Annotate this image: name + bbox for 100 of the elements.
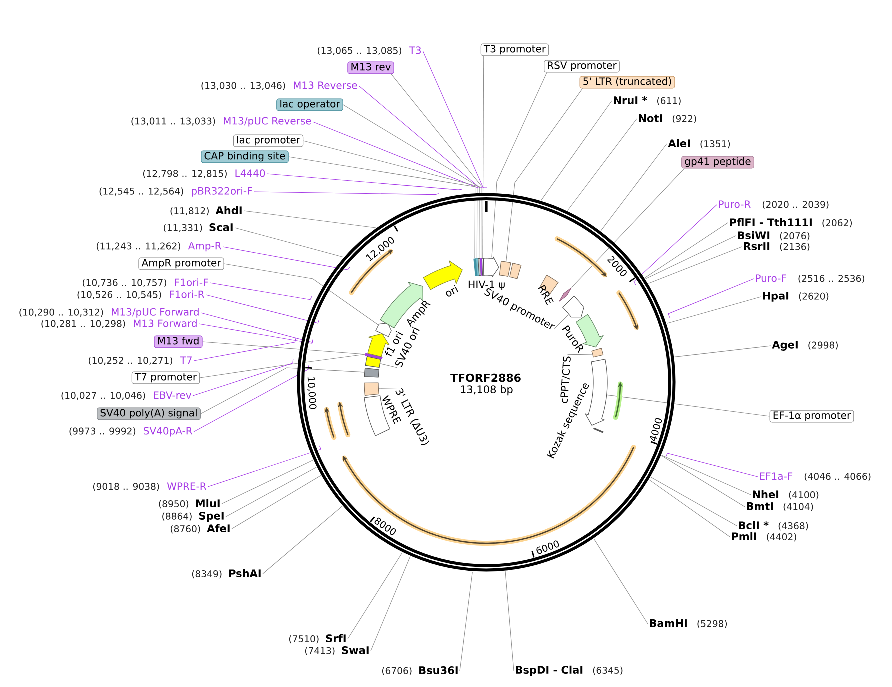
feature-tag: lac operator: [276, 98, 344, 112]
enzyme-site-label: PmlI (4402): [732, 532, 796, 542]
leader-line: [492, 72, 548, 258]
feature-tag: T3 promoter: [480, 44, 550, 56]
leader-line: [662, 455, 752, 496]
leader-line: [234, 228, 344, 258]
feature-tag: 5' LTR (truncated): [580, 76, 676, 89]
primer-label: (10,281 .. 10,298) M13 Forward: [42, 320, 197, 328]
leader-line: [358, 86, 484, 188]
enzyme-site-label: (7413) SwaI: [305, 646, 369, 656]
feature-tag: SV40 poly(A) signal: [97, 408, 201, 420]
leader-line: [200, 354, 366, 378]
primer-label: (10,027 .. 10,046) EBV-rev: [62, 392, 192, 400]
primer-label: (12,798 .. 12,815) L4440: [143, 170, 266, 178]
feature-block: [483, 256, 500, 278]
enzyme-site-label: (11,812) AhdI: [170, 206, 242, 216]
feature-segment: [594, 428, 604, 434]
primer-label: (13,065 .. 13,085) T3: [318, 46, 421, 56]
enzyme-site-label: BamHI (5298): [650, 620, 728, 628]
primer-label: (10,526 .. 10,545) F1ori-R: [78, 290, 205, 300]
leader-line: [649, 480, 730, 538]
leader-line: [200, 312, 314, 343]
leader-line: [567, 354, 593, 356]
leader-line: [391, 74, 482, 258]
plasmid-size: 13,108 bp: [461, 385, 513, 396]
leader-line: [210, 282, 312, 300]
enzyme-site-label: BsiWI (2076): [738, 231, 810, 241]
leader-line: [266, 174, 463, 190]
enzyme-site-label: HpaI (2620): [763, 292, 829, 302]
leader-line: [594, 538, 648, 624]
leader-line: [572, 168, 685, 288]
leader-line: [568, 118, 638, 212]
primer-label: (10,252 .. 10,271) T7: [88, 356, 192, 366]
enzyme-site-label: AleI (1351): [668, 139, 730, 149]
leader-line: [505, 571, 514, 672]
leader-line: [666, 296, 762, 324]
enzyme-site-label: NheI (4100): [753, 490, 819, 500]
leader-line: [343, 104, 478, 259]
leader-line: [662, 456, 746, 508]
leader-line: [226, 467, 317, 518]
feature-name: RRE: [538, 284, 554, 306]
feature-tag: EF-1α promoter: [770, 410, 854, 423]
enzyme-site-label: (8349) PshAI: [192, 569, 261, 579]
enzyme-site-label: PflFI - Tth111I (2062): [730, 218, 852, 228]
feature-spindle: [559, 288, 572, 302]
leader-line: [668, 278, 754, 318]
leader-line: [288, 156, 476, 259]
leader-line: [460, 572, 473, 672]
feature-tag: gp41 peptide: [682, 156, 754, 169]
leader-line: [554, 314, 569, 330]
scale-number: 4000: [650, 418, 662, 442]
enzyme-site-label: NruI * (611): [614, 96, 681, 106]
leader-line: [208, 446, 322, 488]
feature-tag: lac promoter: [233, 134, 304, 148]
leader-line: [200, 368, 365, 414]
leader-line: [202, 342, 366, 355]
leader-line: [244, 210, 376, 228]
leader-line: [600, 144, 668, 232]
enzyme-site-label: NotI (922): [639, 114, 696, 124]
leader-line: [222, 246, 351, 270]
feature-segment: [365, 353, 383, 360]
leader-line: [646, 236, 736, 280]
leader-line: [222, 460, 314, 504]
leader-line: [312, 122, 483, 188]
enzyme-site-label: (8760) AfeI: [170, 524, 230, 534]
feature-tag: CAP binding site: [201, 150, 289, 164]
leader-line: [378, 388, 398, 389]
leader-line: [648, 246, 742, 284]
primer-label: (11,243 .. 11,262) Amp-R: [96, 242, 222, 252]
leader-line: [206, 294, 320, 324]
primer-label: (13,030 .. 13,046) M13 Reverse: [202, 82, 358, 90]
feature-block: [562, 296, 584, 318]
enzyme-site-label: (7510) SrfI: [289, 634, 346, 644]
feature-tag: RSV promoter: [544, 60, 620, 73]
enzyme-site-label: (8950) MluI: [159, 499, 220, 509]
leader-line: [506, 88, 584, 262]
leader-line: [650, 477, 738, 526]
leader-line: [224, 264, 379, 326]
leader-line: [198, 324, 314, 344]
feature-tag: AmpR promoter: [138, 258, 224, 270]
leader-line: [674, 346, 772, 358]
feature-tag: M13 rev: [348, 62, 394, 74]
primer-label: Puro-R (2020 .. 2039): [719, 200, 829, 210]
scale-number: 6000: [536, 540, 560, 554]
leader-line: [348, 552, 403, 640]
leader-line: [541, 100, 612, 201]
leader-line: [194, 366, 310, 432]
primer-label: (9018 .. 9038) WPRE-R: [93, 482, 207, 492]
primer-label: (13,011 .. 13,033) M13/pUC Reverse: [132, 117, 312, 127]
feature-tag: T7 promoter: [132, 372, 200, 384]
leader-line: [232, 476, 322, 530]
primer-label: (10,290 .. 10,312) M13/pUC Forward: [20, 308, 199, 318]
enzyme-site-label: AgeI (2998): [772, 341, 838, 351]
feature-block: [364, 368, 380, 378]
feature-block: [510, 263, 522, 280]
leader-line: [422, 50, 488, 188]
feature-block: [376, 322, 392, 338]
feature-block: [365, 356, 382, 368]
feature-block: [364, 382, 380, 396]
enzyme-site-label: BspDI - ClaI (6345): [516, 666, 623, 676]
